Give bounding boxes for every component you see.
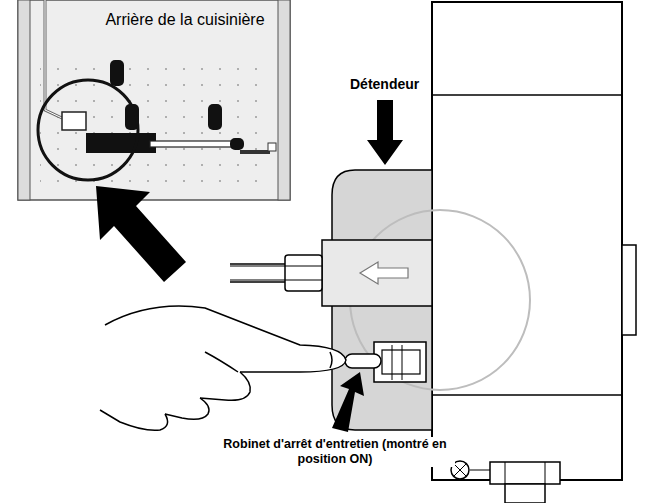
label-arrow	[332, 372, 364, 432]
outlet-fitting	[322, 240, 432, 306]
pipe-nut	[285, 255, 322, 291]
part-label: Robinet d'arrêt d'entretien (montré en p…	[215, 437, 455, 467]
range-back	[18, 0, 290, 200]
inlet-fitting	[451, 461, 560, 503]
regulator-body	[432, 2, 622, 480]
inset-title: Arrière de la cuisinière	[105, 10, 265, 29]
part-label: Détendeur	[350, 76, 430, 93]
label-arrow	[367, 100, 403, 165]
pointer-arrow	[96, 186, 186, 282]
pointing-hand	[100, 306, 346, 430]
